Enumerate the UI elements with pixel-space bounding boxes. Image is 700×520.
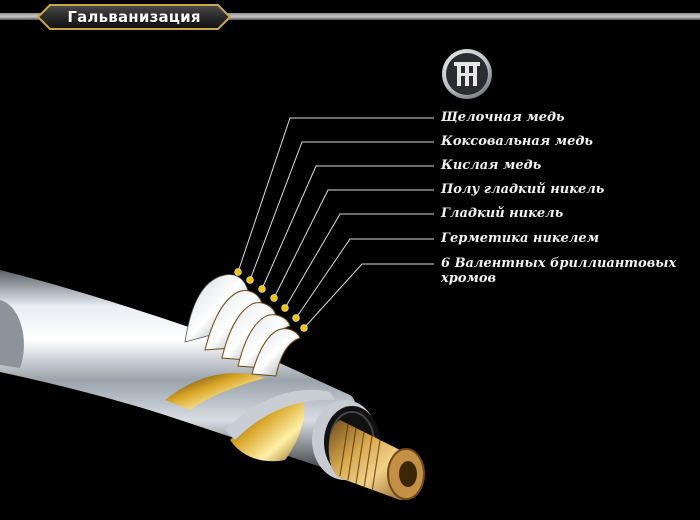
chrome-pipe-body — [0, 270, 359, 470]
layer-flap-4 — [251, 328, 301, 377]
tap-brand-logo-icon — [442, 49, 492, 99]
layer-label-5: Гладкий никель — [441, 206, 564, 221]
title-badge — [36, 4, 232, 30]
layer-label-1: Щелочная медь — [441, 110, 565, 125]
layer-label-2: Коксовальная медь — [441, 134, 593, 149]
layer-label-4: Полу гладкий никель — [441, 182, 605, 197]
marker-dot-3 — [258, 285, 266, 293]
pipe-left-end — [0, 300, 24, 368]
layer-label-7: 6 Валентных бриллиантовых хромов — [441, 256, 676, 286]
fitting-hole — [399, 461, 417, 487]
layer-label-3: Кислая медь — [441, 158, 542, 173]
layer-label-7-line-1: 6 Валентных бриллиантовых — [441, 256, 677, 271]
layer-label-6: Герметика никелем — [441, 231, 600, 246]
layer-flap-5 — [165, 373, 265, 410]
top-divider-bar — [0, 13, 700, 20]
thread-lines — [339, 423, 381, 493]
leader-lines — [237, 117, 434, 329]
marker-dot-4 — [270, 294, 278, 302]
page-title: Гальванизация — [67, 8, 201, 26]
marker-dot-5 — [281, 304, 289, 312]
layer-marker-dots — [234, 268, 308, 332]
marker-dot-2 — [246, 276, 254, 284]
marker-dot-7 — [300, 324, 308, 332]
layer-label-7-line-2: хромов — [441, 271, 497, 286]
gold-interior — [230, 398, 305, 462]
chrome-cut-edge — [225, 389, 335, 440]
marker-dot-6 — [292, 314, 300, 322]
marker-dot-1 — [234, 268, 242, 276]
